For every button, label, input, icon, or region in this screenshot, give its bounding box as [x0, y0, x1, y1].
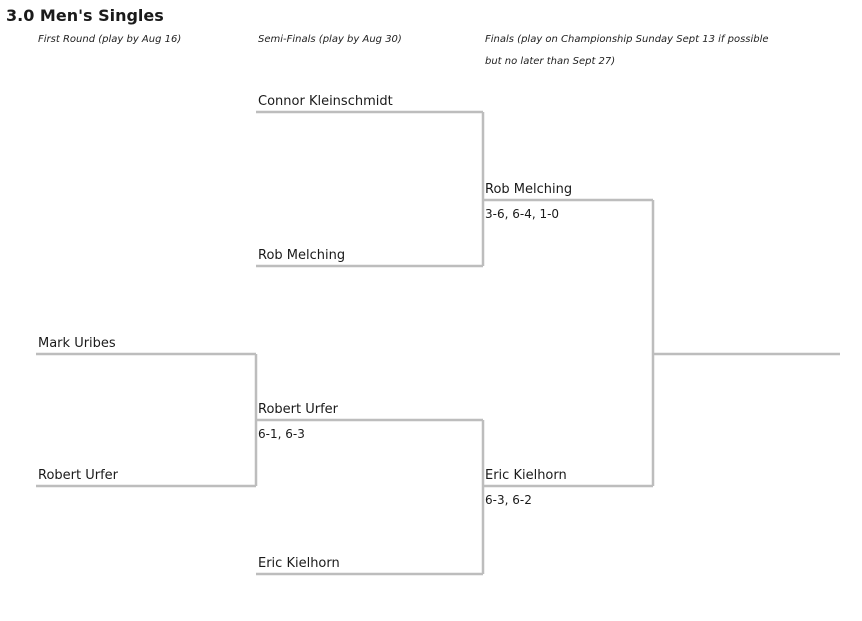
round-label-finals: Finals (play on Championship Sunday Sept… [485, 34, 769, 45]
player-final-top: Rob Melching [485, 182, 573, 197]
round-label-first-round: First Round (play by Aug 16) [38, 34, 182, 45]
player-sf2-bottom: Eric Kielhorn [258, 556, 340, 571]
bracket-title: 3.0 Men's Singles [6, 6, 164, 25]
round-label-finals-deadline: but no later than Sept 27) [485, 56, 616, 67]
player-final-bottom: Eric Kielhorn [485, 468, 567, 483]
round-label-semi-finals: Semi-Finals (play by Aug 30) [258, 34, 402, 45]
player-sf1-bottom: Rob Melching [258, 248, 346, 263]
player-sf2-top: Robert Urfer [258, 402, 339, 417]
player-sf1-top: Connor Kleinschmidt [258, 94, 393, 109]
score-final-top: 3-6, 6-4, 1-0 [485, 207, 560, 221]
player-r1-bottom: Robert Urfer [38, 468, 119, 483]
score-sf2-top: 6-1, 6-3 [258, 427, 305, 441]
score-final-bottom: 6-3, 6-2 [485, 493, 532, 507]
player-r1-top: Mark Uribes [38, 336, 116, 351]
